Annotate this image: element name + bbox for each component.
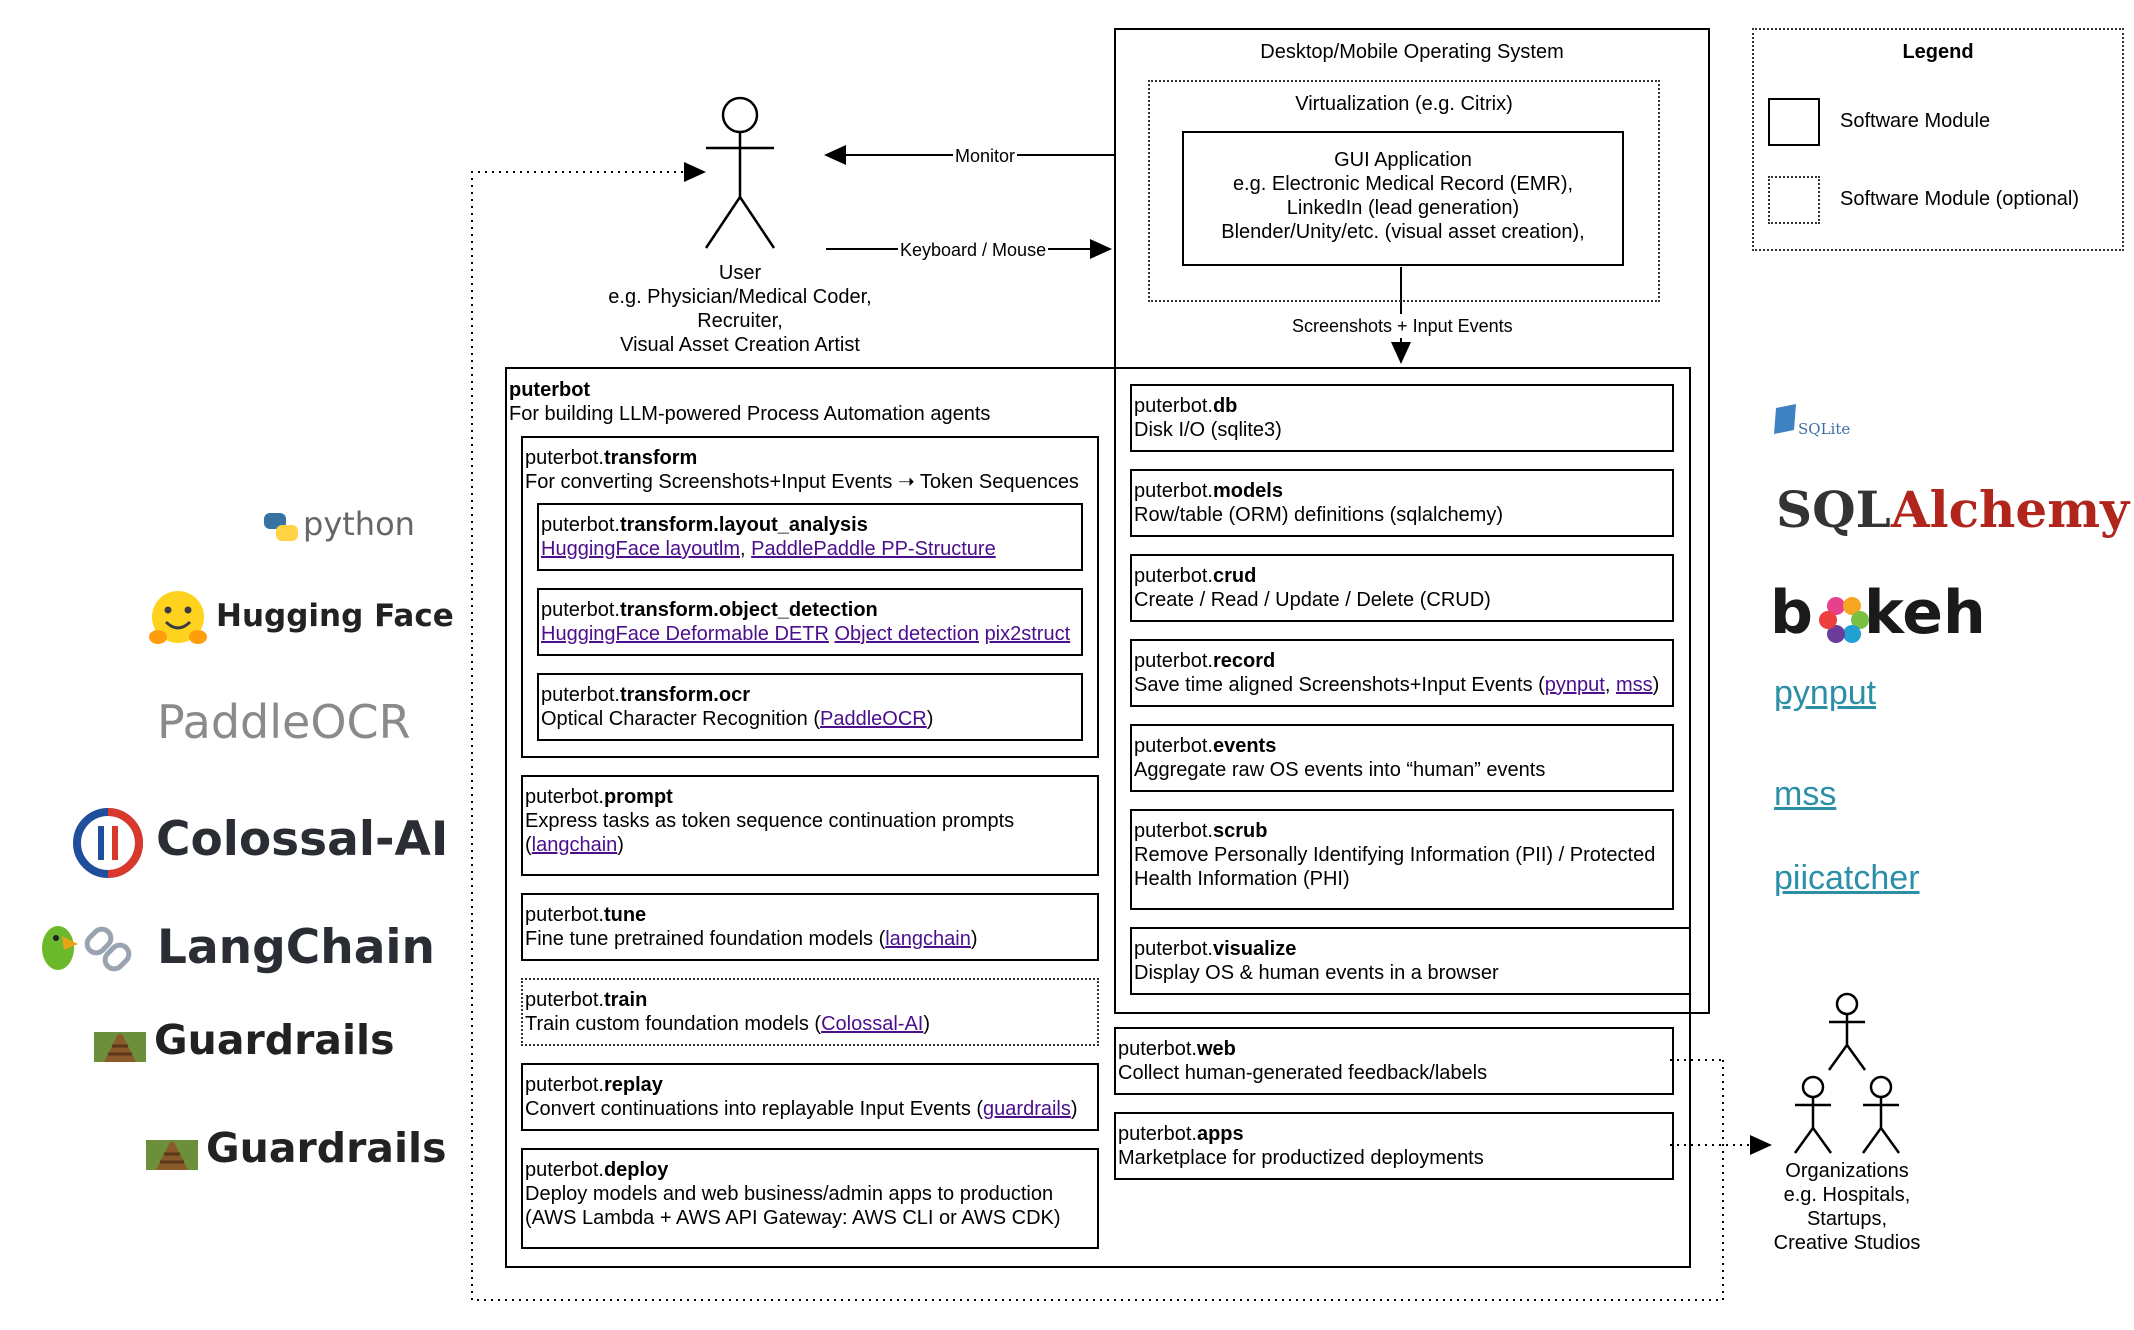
hugging-face-logo-icon: [149, 591, 207, 644]
record-text: puterbot.record Save time aligned Screen…: [1134, 650, 1660, 696]
layout-analysis-box: [537, 503, 1083, 571]
pp-structure-link[interactable]: PaddlePaddle PP-Structure: [751, 538, 996, 560]
legend-optional-label: Software Module (optional): [1840, 188, 2080, 210]
legend-module-label: Software Module: [1840, 110, 1991, 132]
virtualization-title: Virtualization (e.g. Citrix): [1295, 93, 1513, 115]
object-detection-link[interactable]: Object detection: [834, 623, 979, 645]
crud-box: [1130, 554, 1674, 622]
transform-box: [521, 436, 1099, 758]
paddleocr-logo-text: PaddleOCR: [157, 695, 411, 749]
pynput-link[interactable]: pynput: [1544, 674, 1605, 696]
prompt-box: [521, 775, 1099, 876]
feedback-loop-path: [471, 171, 1724, 1301]
prompt-langchain-link[interactable]: langchain: [531, 834, 618, 856]
object-detection-text: puterbot.transform.object_detection Hugg…: [541, 599, 1071, 645]
scrub-box: [1130, 809, 1674, 910]
hugging-face-logo-text: Hugging Face: [216, 598, 454, 634]
web-box: [1114, 1027, 1674, 1095]
user-stick-figure: [704, 96, 776, 249]
screenshots-label: Screenshots + Input Events: [1290, 314, 1515, 338]
guardrails-link[interactable]: guardrails: [983, 1098, 1071, 1120]
mss-link[interactable]: mss: [1615, 674, 1653, 696]
colossal-ai-logo-icon: [73, 808, 143, 878]
models-box: [1130, 469, 1674, 537]
bokeh-flower-icon: [1819, 597, 1869, 643]
replay-text: puterbot.replay Convert continuations in…: [525, 1074, 1078, 1120]
python-logo-icon: [264, 513, 298, 541]
train-box: [521, 978, 1099, 1046]
sqlalchemy-logo: SQLAlchemy: [1776, 480, 2129, 539]
bokeh-logo-text-b: b: [1770, 578, 1813, 648]
apps-box: [1114, 1112, 1674, 1180]
prompt-text: puterbot.prompt Express tasks as token s…: [525, 786, 1015, 856]
events-box: [1130, 724, 1674, 792]
deploy-box: [521, 1148, 1099, 1249]
guardrails-logo-2-icon: [146, 1140, 198, 1170]
layout-analysis-text: puterbot.transform.layout_analysis Huggi…: [541, 514, 996, 560]
virtualization-box: [1148, 80, 1660, 302]
deformable-detr-link[interactable]: HuggingFace Deformable DETR: [541, 623, 829, 645]
colossal-ai-logo-text: Colossal-AI: [156, 812, 449, 867]
ocr-box: [537, 673, 1083, 741]
gui-application-text: GUI Application e.g. Electronic Medical …: [1221, 149, 1585, 243]
legend-module-swatch: [1768, 98, 1820, 146]
pynput-logo-link[interactable]: pynput: [1774, 674, 1877, 712]
organizations-label: Organizations e.g. Hospitals, Startups, …: [1773, 1160, 1921, 1254]
monitor-label: Monitor: [953, 144, 1018, 168]
piicatcher-logo-link[interactable]: piicatcher: [1774, 859, 1920, 897]
record-box: [1130, 639, 1674, 707]
colossal-ai-link[interactable]: Colossal-AI: [821, 1013, 924, 1035]
tune-langchain-link[interactable]: langchain: [885, 928, 971, 950]
keyboard-mouse-label: Keyboard / Mouse: [898, 238, 1049, 262]
visualize-box: [1130, 927, 1691, 995]
mss-logo-link[interactable]: mss: [1774, 775, 1837, 813]
user-label: User e.g. Physician/Medical Coder, Recru…: [608, 262, 872, 356]
guardrails-logo-text: Guardrails: [154, 1016, 395, 1064]
paddleocr-link[interactable]: PaddleOCR: [820, 708, 927, 730]
langchain-logo-text: LangChain: [157, 920, 436, 975]
replay-box: [521, 1063, 1099, 1131]
layoutlm-link[interactable]: HuggingFace layoutlm: [541, 538, 740, 560]
sqlalchemy-logo-alchemy: Alchemy: [1890, 480, 2130, 539]
legend-box: [1752, 28, 2124, 251]
tune-text: puterbot.tune Fine tune pretrained found…: [525, 904, 978, 950]
python-logo-text: python: [303, 505, 415, 543]
os-box: [1114, 28, 1710, 1014]
sqlite-logo-icon: [1774, 404, 1796, 434]
sqlite-logo-text: SQLite: [1798, 420, 1851, 438]
guardrails-logo-icon: [94, 1032, 146, 1062]
bokeh-logo-text-keh: keh: [1864, 578, 1986, 648]
deploy-text: puterbot.deploy Deploy models and web bu…: [525, 1159, 1061, 1229]
puterbot-box: [505, 367, 1691, 1268]
ocr-text: puterbot.transform.ocr Optical Character…: [541, 684, 934, 730]
tune-box: [521, 893, 1099, 961]
sqlalchemy-logo-sql: SQL: [1776, 480, 1891, 539]
db-box: [1130, 384, 1674, 452]
org-stick-figures: [1793, 992, 1901, 1154]
gui-application-box: [1182, 131, 1624, 266]
guardrails-logo-2-text: Guardrails: [206, 1124, 447, 1172]
langchain-logo-icon: [42, 926, 132, 972]
legend-optional-swatch: [1768, 176, 1820, 224]
pix2struct-link[interactable]: pix2struct: [984, 623, 1071, 645]
legend-title: Legend: [1902, 41, 1974, 63]
object-detection-box: [537, 588, 1083, 656]
os-title: Desktop/Mobile Operating System: [1260, 41, 1564, 63]
train-text: puterbot.train Train custom foundation m…: [525, 989, 931, 1035]
